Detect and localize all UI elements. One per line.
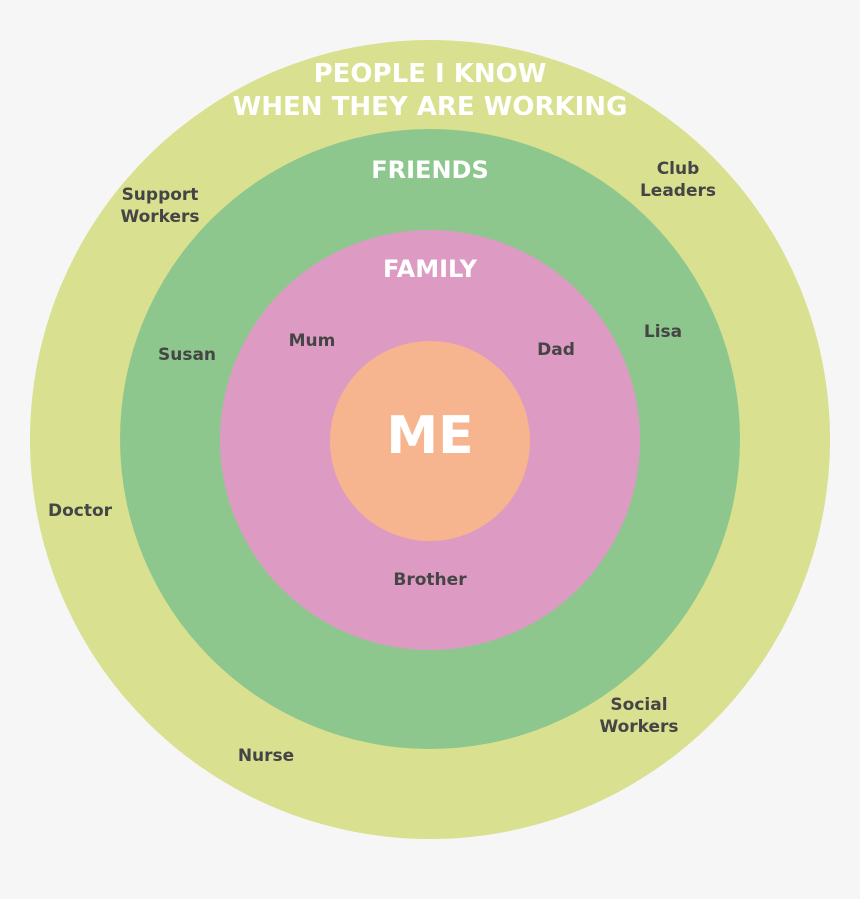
- label-line: Nurse: [237, 746, 295, 766]
- family-title: FAMILY: [383, 255, 477, 283]
- label-doctor: Doctor: [48, 500, 112, 522]
- outer-ring-title-line2: WHEN THEY ARE WORKING: [232, 92, 628, 122]
- label-brother: Brother: [393, 570, 467, 590]
- me-title: ME: [386, 406, 474, 466]
- label-club-leaders: Club Leaders: [640, 158, 716, 202]
- label-mum: Mum: [288, 331, 336, 351]
- friends-title: FRIENDS: [371, 156, 489, 184]
- outer-ring-title-line1: PEOPLE I KNOW: [313, 59, 547, 89]
- label-nurse: Nurse: [238, 745, 294, 767]
- label-line: Doctor: [47, 501, 113, 521]
- label-line: Social: [610, 695, 668, 715]
- label-social-workers: Social Workers: [599, 694, 678, 738]
- label-susan: Susan: [157, 345, 217, 365]
- label-line: Support: [121, 185, 199, 205]
- label-dad: Dad: [537, 340, 575, 360]
- label-line: Workers: [599, 717, 679, 737]
- label-lisa: Lisa: [643, 322, 683, 342]
- label-line: Club: [656, 159, 700, 179]
- label-support-workers: Support Workers: [120, 184, 199, 228]
- label-line: Leaders: [639, 181, 717, 201]
- label-line: Workers: [120, 207, 200, 227]
- me-circle: [330, 341, 530, 541]
